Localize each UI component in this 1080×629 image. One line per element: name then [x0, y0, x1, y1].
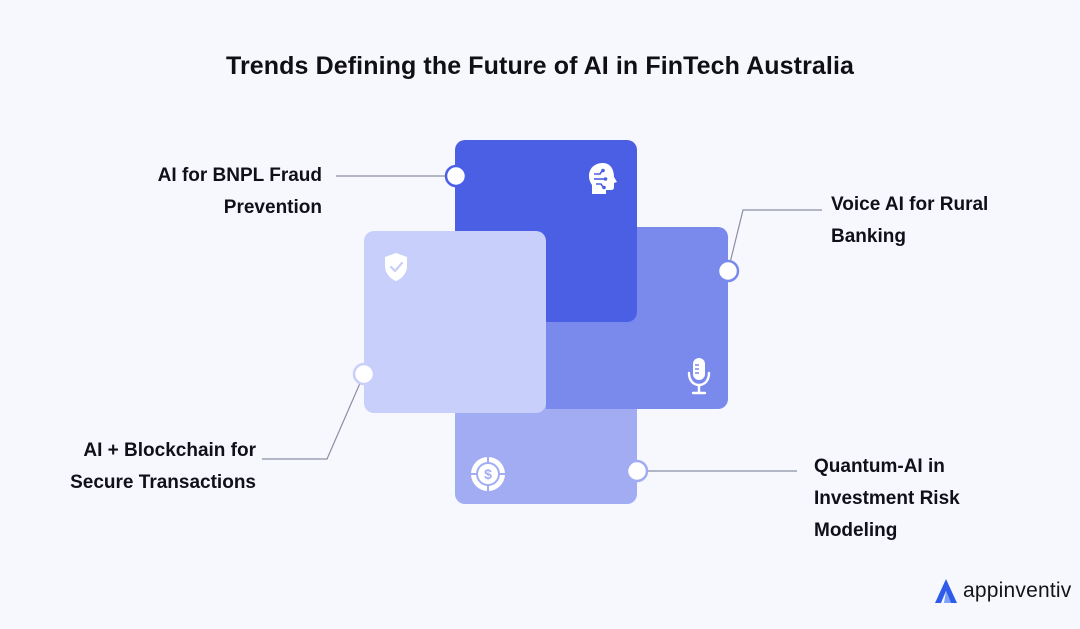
connector-dot-3: [352, 362, 376, 386]
trend-label-line: AI for BNPL Fraud: [157, 165, 322, 186]
appinventiv-logo-icon: [935, 579, 957, 603]
trend-label-line: Modeling: [814, 520, 898, 541]
connector-line-2: [727, 209, 822, 272]
connector-dot-2: [716, 259, 740, 283]
microphone-icon: [687, 358, 711, 395]
trend-label-2: Voice AI for Rural Banking: [831, 189, 1051, 253]
trend-label-line: Banking: [831, 226, 906, 247]
svg-text:$: $: [484, 466, 492, 482]
dollar-coin-icon: $: [471, 457, 505, 491]
trend-label-1: AI for BNPL Fraud Prevention: [62, 160, 322, 224]
trend-label-line: Investment Risk: [814, 488, 960, 509]
card-overlap: [546, 322, 637, 409]
card-overlap: [546, 227, 637, 322]
shield-check-icon: [385, 253, 407, 281]
ai-brain-icon: [589, 163, 617, 194]
trend-label-line: Secure Transactions: [70, 472, 256, 493]
trend-label-line: AI + Blockchain for: [83, 440, 256, 461]
trend-label-line: Quantum-AI in: [814, 456, 945, 477]
page-title: Trends Defining the Future of AI in FinT…: [225, 52, 855, 80]
connector-dot-4: [625, 459, 649, 483]
brand-name: appinventiv: [963, 579, 1072, 602]
trend-label-3: AI + Blockchain for Secure Transactions: [0, 435, 256, 499]
trend-label-line: Voice AI for Rural: [831, 194, 989, 215]
connector-line-3: [262, 373, 365, 460]
brand-logo: appinventiv: [933, 576, 1071, 606]
trend-label-line: Prevention: [223, 197, 322, 218]
connector-dot-1: [444, 164, 468, 188]
trend-label-4: Quantum-AI in Investment Risk Modeling: [814, 451, 1034, 547]
card-overlap: [455, 322, 546, 413]
